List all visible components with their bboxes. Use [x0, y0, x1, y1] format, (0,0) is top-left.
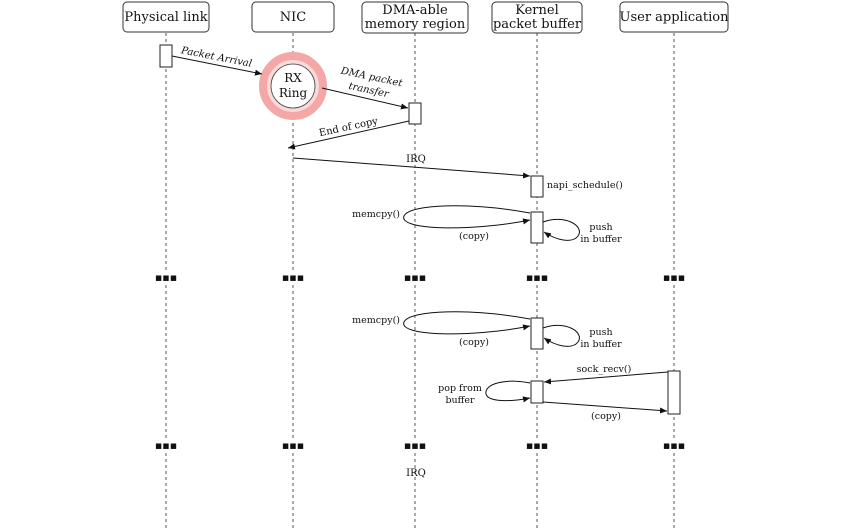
- activation-kernel-push-1: [530, 211, 544, 244]
- rx-ring-label-line1: RX: [284, 71, 302, 85]
- activation-kernel-push-2: [530, 317, 544, 350]
- label-push-1-line1: push: [589, 222, 612, 233]
- activation-dma: [408, 102, 422, 125]
- arrow-push-1: [542, 218, 580, 241]
- ellipsis-user-2: ▪▪▪: [663, 439, 685, 452]
- label-push-2-line1: push: [589, 327, 612, 338]
- actor-dma-label-line2: memory region: [365, 17, 466, 32]
- rx-ring: RX Ring: [259, 52, 327, 120]
- label-napi-schedule: napi_schedule(): [547, 180, 623, 191]
- arrow-memcpy-1: [403, 205, 531, 229]
- label-irq-2: IRQ: [406, 468, 426, 479]
- label-memcpy-2: memcpy(): [352, 315, 400, 326]
- arrow-dma-transfer: [321, 87, 409, 110]
- arrow-copy-to-user: [542, 401, 668, 414]
- rx-ring-label-line2: Ring: [279, 86, 308, 100]
- label-copy-1: (copy): [459, 231, 489, 242]
- label-copy-2: (copy): [459, 337, 489, 348]
- arrow-push-2: [542, 324, 580, 347]
- ellipsis-nic-1: ▪▪▪: [282, 271, 304, 284]
- label-pop-line1: pop from: [438, 383, 482, 394]
- actor-kernel-label-line1: Kernel: [515, 3, 559, 18]
- label-memcpy-1: memcpy(): [352, 209, 400, 220]
- actor-user-label: User application: [620, 10, 730, 25]
- arrow-pop-from-buffer: [485, 380, 531, 403]
- arrow-irq-1: [292, 157, 531, 179]
- label-sock-recv: sock_recv(): [577, 364, 632, 375]
- arrow-sock-recv: [543, 371, 669, 385]
- label-pop-line2: buffer: [445, 395, 475, 406]
- rx-ring-inner: [270, 63, 316, 109]
- ellipsis-dma-1: ▪▪▪: [404, 271, 426, 284]
- ellipsis-physical-link-1: ▪▪▪: [155, 271, 177, 284]
- activation-user: [667, 370, 681, 415]
- ellipsis-physical-link-2: ▪▪▪: [155, 439, 177, 452]
- actor-nic-label: NIC: [280, 10, 307, 25]
- label-push-1-line2: in buffer: [580, 234, 622, 245]
- activation-kernel-napi: [530, 175, 544, 198]
- ellipsis-kernel-2: ▪▪▪: [526, 439, 548, 452]
- label-end-of-copy: End of copy: [318, 116, 379, 139]
- actor-physical-link: Physical link: [122, 1, 210, 33]
- actor-user: User application: [619, 1, 730, 33]
- ellipsis-dma-2: ▪▪▪: [404, 439, 426, 452]
- label-irq-1: IRQ: [406, 154, 426, 165]
- actor-physical-link-label: Physical link: [124, 10, 207, 25]
- actor-kernel: Kernel packet buffer: [491, 1, 583, 34]
- actor-dma-label-line1: DMA-able: [382, 3, 448, 18]
- arrow-end-of-copy: [287, 120, 410, 150]
- ellipsis-row-1: ▪▪▪ ▪▪▪ ▪▪▪ ▪▪▪ ▪▪▪: [152, 271, 688, 284]
- activation-physical-link: [159, 44, 173, 68]
- messages: [171, 55, 669, 414]
- arrow-packet-arrival: [171, 55, 263, 76]
- actor-kernel-label-line2: packet buffer: [493, 17, 582, 32]
- actor-dma: DMA-able memory region: [361, 1, 469, 34]
- ellipsis-kernel-1: ▪▪▪: [526, 271, 548, 284]
- activation-kernel-pop: [530, 380, 544, 404]
- arrow-memcpy-2: [403, 311, 531, 335]
- activation-bars: [159, 44, 681, 415]
- label-copy-3: (copy): [591, 411, 621, 422]
- label-push-2-line2: in buffer: [580, 339, 622, 350]
- ellipsis-user-1: ▪▪▪: [663, 271, 685, 284]
- ellipsis-row-2: ▪▪▪ ▪▪▪ ▪▪▪ ▪▪▪ ▪▪▪: [152, 439, 688, 452]
- ellipsis-nic-2: ▪▪▪: [282, 439, 304, 452]
- actor-nic: NIC: [251, 1, 335, 33]
- label-packet-arrival: Packet Arrival: [179, 45, 253, 70]
